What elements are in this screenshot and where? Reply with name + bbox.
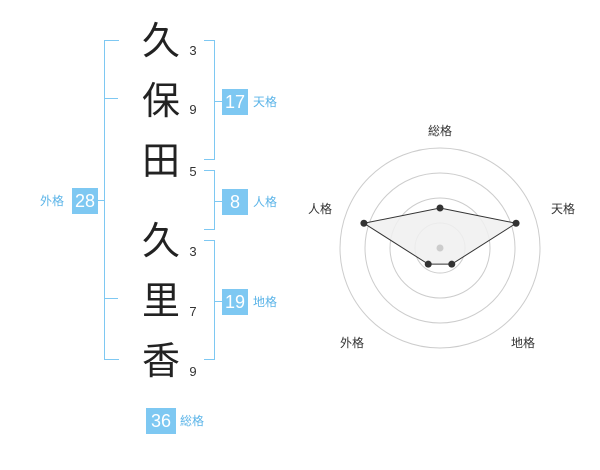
gaikaku-bracket [104, 40, 119, 360]
radar-center-dot [436, 244, 444, 252]
radar-ring [339, 147, 541, 349]
radar-axis-label-chikaku: 地格 [511, 336, 536, 350]
jinkaku-label: 人格 [253, 195, 278, 209]
gaikaku-label: 外格 [40, 194, 65, 208]
jinkaku-bracket [204, 170, 215, 230]
jinkaku-value-badge: 8 [222, 189, 248, 215]
chikaku-label: 地格 [253, 295, 278, 309]
chikaku-bracket-connector [214, 301, 222, 302]
jinkaku-bracket-connector [214, 201, 222, 202]
gaikaku-bracket-connector [98, 200, 104, 201]
radar-axis-label-jinkaku: 人格 [308, 202, 333, 216]
given-char-3: 香 [141, 339, 180, 383]
radar-axis-label-gaikaku: 外格 [340, 336, 365, 350]
radar-point-0 [436, 204, 444, 212]
radar-ring [364, 172, 516, 324]
radar-point-4 [360, 219, 368, 227]
given-char-2-strokes: 7 [189, 304, 197, 319]
surname-char-2-strokes: 9 [189, 102, 197, 117]
soukaku-label: 総格 [180, 414, 205, 428]
radar-polygon [362, 207, 518, 265]
surname-char-3-strokes: 5 [189, 164, 197, 179]
given-char-1: 久 [141, 219, 180, 263]
surname-char-1: 久 [141, 19, 180, 63]
tenkaku-bracket-connector [214, 101, 222, 102]
radar-axis-label-soukaku: 総格 [428, 124, 453, 138]
gaikaku-bracket-tick [104, 298, 118, 299]
radar-ring [389, 197, 491, 299]
radar-point-3 [424, 260, 432, 268]
radar-point-1 [512, 219, 520, 227]
tenkaku-bracket [204, 40, 215, 160]
surname-char-1-strokes: 3 [189, 43, 197, 58]
given-char-3-strokes: 9 [189, 364, 197, 379]
gaikaku-value-badge: 28 [72, 188, 98, 214]
chikaku-bracket [204, 240, 215, 360]
given-char-2: 里 [141, 279, 180, 323]
radar-axis-label-tenkaku: 天格 [551, 202, 576, 216]
surname-char-3: 田 [141, 139, 180, 183]
radar-point-2 [448, 260, 456, 268]
soukaku-value-badge: 36 [146, 408, 176, 434]
tenkaku-label: 天格 [253, 95, 278, 109]
tenkaku-value-badge: 17 [222, 89, 248, 115]
surname-char-2: 保 [141, 79, 180, 123]
given-char-1-strokes: 3 [189, 244, 197, 259]
gaikaku-bracket-tick [104, 98, 118, 99]
chikaku-value-badge: 19 [222, 289, 248, 315]
